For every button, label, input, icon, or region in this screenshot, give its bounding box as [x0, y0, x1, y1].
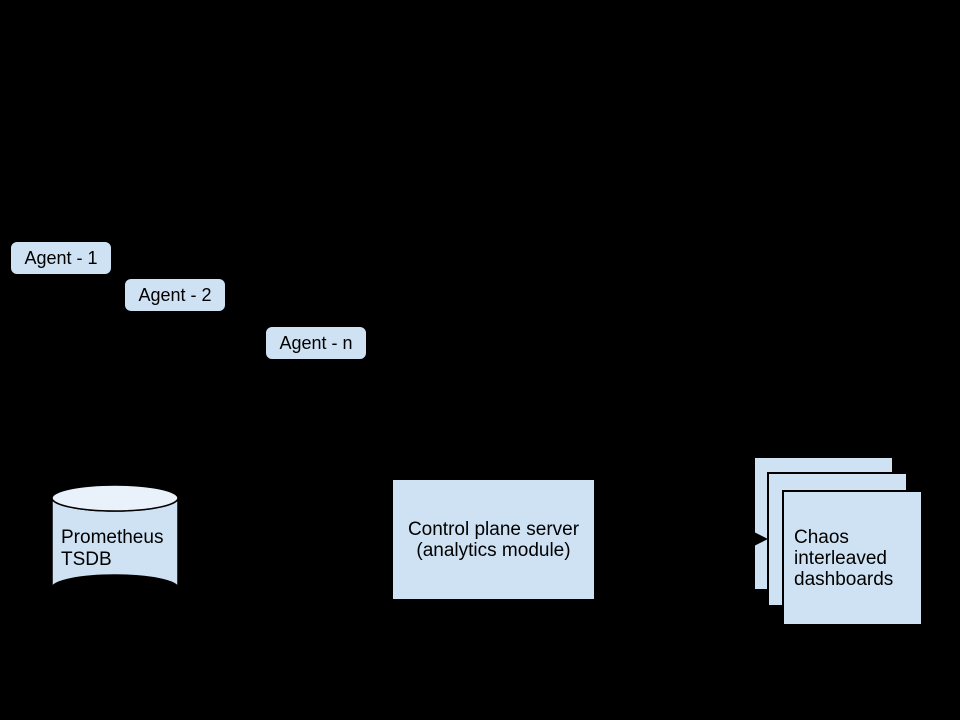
node-agent-2: Agent - 2 — [123, 277, 227, 313]
dashboards-label-line2: interleaved — [794, 547, 887, 569]
tsdb-label-line2: TSDB — [61, 549, 112, 570]
tsdb-label-line1: Prometheus — [61, 527, 164, 548]
dashboards-label-line1: Chaos — [794, 526, 849, 548]
node-control-plane-server: Control plane server (analytics module) — [393, 480, 594, 599]
dashboards-label-line3: dashboards — [794, 568, 894, 590]
node-agent-n: Agent - n — [264, 325, 368, 361]
database-cylinder-top — [51, 484, 179, 512]
tsdb-label: Prometheus TSDB — [61, 527, 163, 571]
control-plane-label-line2: (analytics module) — [416, 539, 571, 561]
dashboards-label: Chaos interleaved dashboards — [784, 527, 893, 590]
agent-2-label: Agent - 2 — [138, 284, 212, 305]
agent-n-label: Agent - n — [279, 332, 353, 353]
node-agent-1: Agent - 1 — [9, 240, 113, 276]
agent-1-label: Agent - 1 — [24, 247, 98, 268]
control-plane-label-line1: Control plane server — [407, 518, 580, 540]
dashboards-stack-front-card: Chaos interleaved dashboards — [782, 490, 923, 626]
